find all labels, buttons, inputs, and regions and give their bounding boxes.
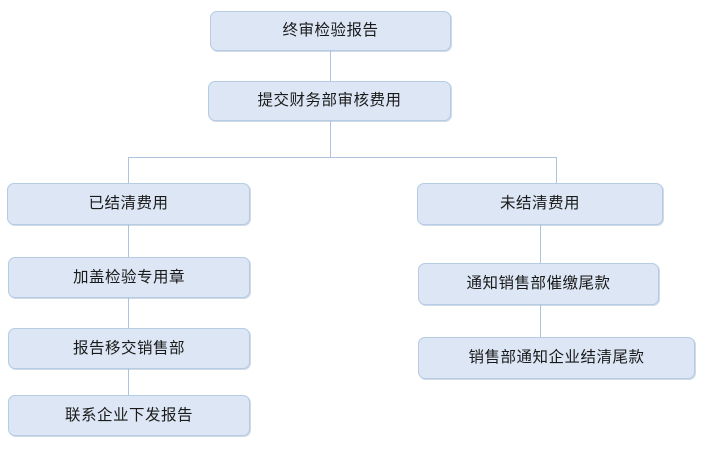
node-sales-notify-enterprise[interactable]: 销售部通知企业结清尾款 bbox=[418, 337, 695, 379]
node-contact-enterprise-issue[interactable]: 联系企业下发报告 bbox=[8, 395, 250, 436]
connector-n7-n8 bbox=[540, 225, 541, 263]
connector-n5-n6 bbox=[128, 369, 129, 395]
connector-split-left bbox=[128, 157, 129, 183]
connector-n8-n9 bbox=[540, 305, 541, 337]
connector-n3-n4 bbox=[128, 225, 129, 257]
node-final-inspection-report[interactable]: 终审检验报告 bbox=[210, 11, 451, 51]
connector-n1-n2 bbox=[330, 51, 331, 81]
connector-split-right bbox=[556, 157, 557, 183]
connector-n4-n5 bbox=[128, 298, 129, 328]
node-submit-finance-review-fee[interactable]: 提交财务部审核费用 bbox=[208, 81, 451, 121]
node-fee-settled[interactable]: 已结清费用 bbox=[7, 183, 250, 225]
node-transfer-report-to-sales[interactable]: 报告移交销售部 bbox=[8, 328, 250, 369]
node-apply-inspection-seal[interactable]: 加盖检验专用章 bbox=[8, 257, 250, 298]
connector-n2-split bbox=[330, 121, 331, 157]
connector-split-bar bbox=[128, 157, 557, 158]
node-notify-sales-collect[interactable]: 通知销售部催缴尾款 bbox=[418, 263, 659, 305]
node-fee-unsettled[interactable]: 未结清费用 bbox=[417, 183, 663, 225]
